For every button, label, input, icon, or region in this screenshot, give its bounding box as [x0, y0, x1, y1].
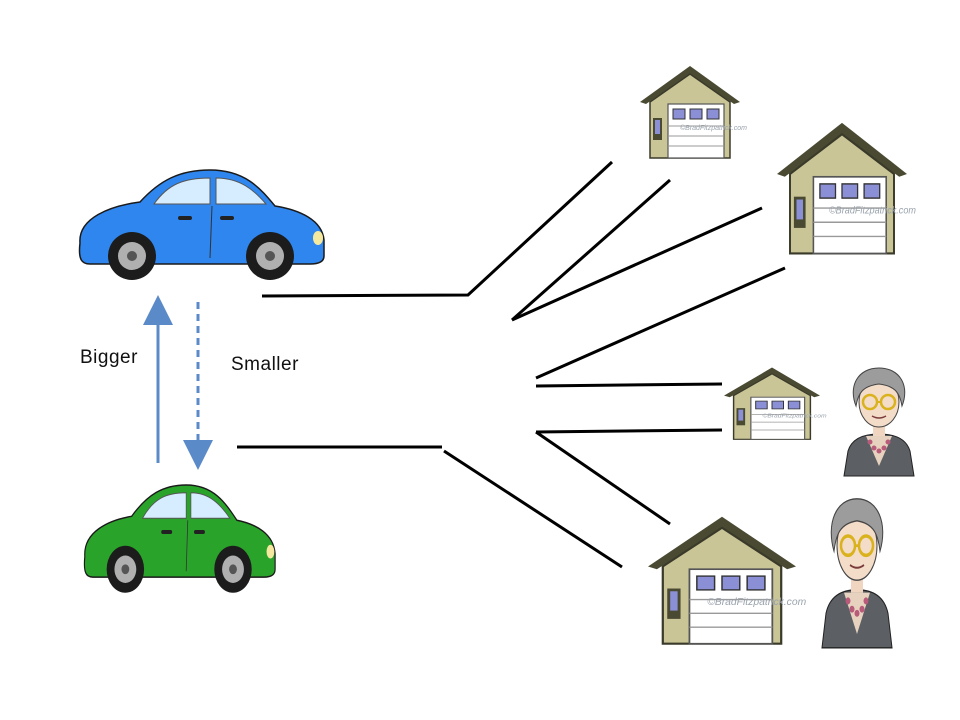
garage-icon: ©BradFitzpatrick.com	[723, 366, 827, 441]
old-woman-icon	[820, 497, 894, 650]
connector-lines-blue-car	[261, 160, 763, 322]
connector-line	[443, 449, 623, 569]
green-car-icon	[83, 484, 276, 594]
connector-line	[535, 428, 723, 434]
watermark: ©BradFitzpatrick.com	[829, 205, 916, 216]
connector-line	[511, 178, 671, 322]
smaller-label: Smaller	[231, 354, 299, 375]
watermark: ©BradFitzpatrick.com	[762, 413, 826, 419]
connector-line	[535, 430, 671, 526]
watermark: ©BradFitzpatrick.com	[680, 124, 747, 132]
connector-lines-middle	[535, 266, 786, 526]
garage-icon: ©BradFitzpatrick.com	[639, 65, 747, 159]
watermark: ©BradFitzpatrick.com	[707, 597, 806, 608]
garage-icon: ©BradFitzpatrick.com	[775, 121, 916, 255]
old-woman-icon	[842, 366, 916, 478]
bigger-label: Bigger	[80, 347, 138, 368]
connector-lines-green-car	[237, 445, 623, 569]
blue-car-icon	[78, 169, 325, 281]
garage-icon: ©BradFitzpatrick.com	[646, 515, 806, 645]
connector-line	[261, 160, 614, 298]
connector-line	[535, 266, 786, 380]
connector-line	[511, 206, 763, 322]
connector-line	[535, 382, 723, 388]
